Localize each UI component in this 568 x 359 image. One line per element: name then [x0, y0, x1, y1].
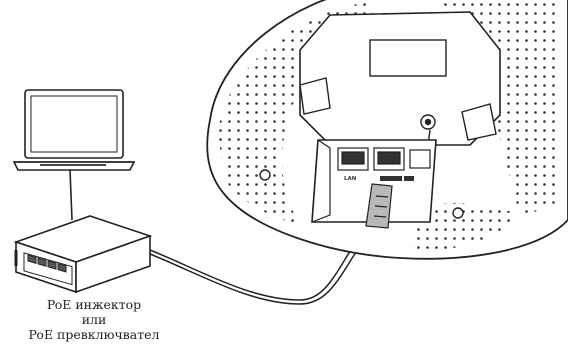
lan-port: [337, 147, 369, 171]
rj45-plug: [365, 183, 393, 229]
device-caption: PoE инжектор или PoE превключвател: [0, 297, 188, 342]
poe-port: [373, 147, 405, 171]
caption-line-3: PoE превключвател: [28, 327, 160, 342]
access-point: LAN: [206, 0, 568, 260]
switch-ports: [23, 252, 73, 286]
poe-switch: [13, 215, 153, 294]
laptop-cable: [69, 169, 73, 221]
caption-line-2: или: [81, 312, 107, 327]
caption-line-1: PoE инжектор: [46, 297, 142, 312]
laptop: [12, 89, 136, 221]
lan-port-label: LAN: [344, 176, 357, 182]
ethernet-cable: [149, 229, 366, 301]
